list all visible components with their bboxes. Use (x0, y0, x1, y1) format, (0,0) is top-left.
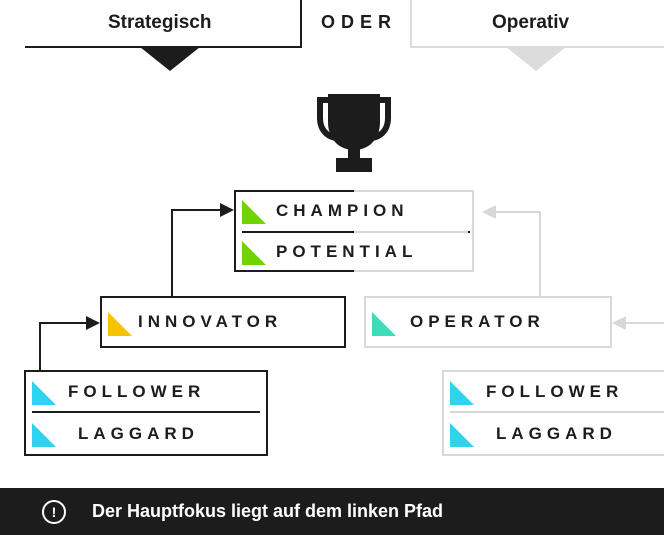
or-box-right-border (410, 0, 412, 47)
left-laggard-label: LAGGARD (78, 424, 199, 443)
or-label: ODER (320, 12, 397, 32)
cyan-triangle-icon (32, 381, 56, 405)
green-triangle-icon (242, 241, 266, 265)
trophy-icon (317, 94, 391, 172)
footer-text: Der Hauptfokus liegt auf dem linken Pfad (92, 501, 444, 521)
left-follower-label: FOLLOWER (68, 382, 206, 401)
left-follower-divider (32, 411, 260, 413)
operator-label: OPERATOR (410, 312, 545, 331)
champion-label: CHAMPION (276, 201, 409, 220)
left-laggard-row: LAGGARD (26, 418, 266, 452)
champion-box-light-divider (354, 231, 468, 233)
left-follower-laggard-box: FOLLOWER LAGGARD (24, 370, 268, 456)
cyan-triangle-icon (32, 423, 56, 447)
operative-down-arrow (506, 47, 566, 71)
exclamation-circle-icon: ! (42, 500, 66, 524)
green-triangle-icon (242, 200, 266, 224)
operative-label: Operativ (492, 12, 570, 33)
yellow-triangle-icon (108, 312, 132, 336)
innovator-box: INNOVATOR (100, 296, 346, 348)
right-follower-laggard-box: FOLLOWER LAGGARD (442, 370, 664, 456)
right-laggard-row: LAGGARD (444, 418, 664, 452)
right-laggard-label: LAGGARD (496, 424, 617, 443)
strategic-label: Strategisch (108, 12, 212, 33)
teal-triangle-icon (372, 312, 396, 336)
innovator-row: INNOVATOR (102, 306, 344, 340)
cyan-triangle-icon (450, 381, 474, 405)
operator-row: OPERATOR (366, 306, 610, 340)
footer-banner: ! Der Hauptfokus liegt auf dem linken Pf… (0, 488, 664, 535)
strategic-down-arrow (140, 47, 200, 71)
operator-box: OPERATOR (364, 296, 612, 348)
potential-row: POTENTIAL (236, 236, 472, 270)
left-follower-row: FOLLOWER (26, 376, 266, 410)
right-follower-row: FOLLOWER (444, 376, 664, 410)
innovator-label: INNOVATOR (138, 312, 283, 331)
right-follower-divider (450, 411, 664, 413)
potential-label: POTENTIAL (276, 242, 418, 261)
champion-row: CHAMPION (236, 195, 472, 229)
champion-box-light-edge (354, 190, 474, 272)
right-follower-label: FOLLOWER (486, 382, 624, 401)
cyan-triangle-icon (450, 423, 474, 447)
or-box-left-border (300, 0, 302, 47)
